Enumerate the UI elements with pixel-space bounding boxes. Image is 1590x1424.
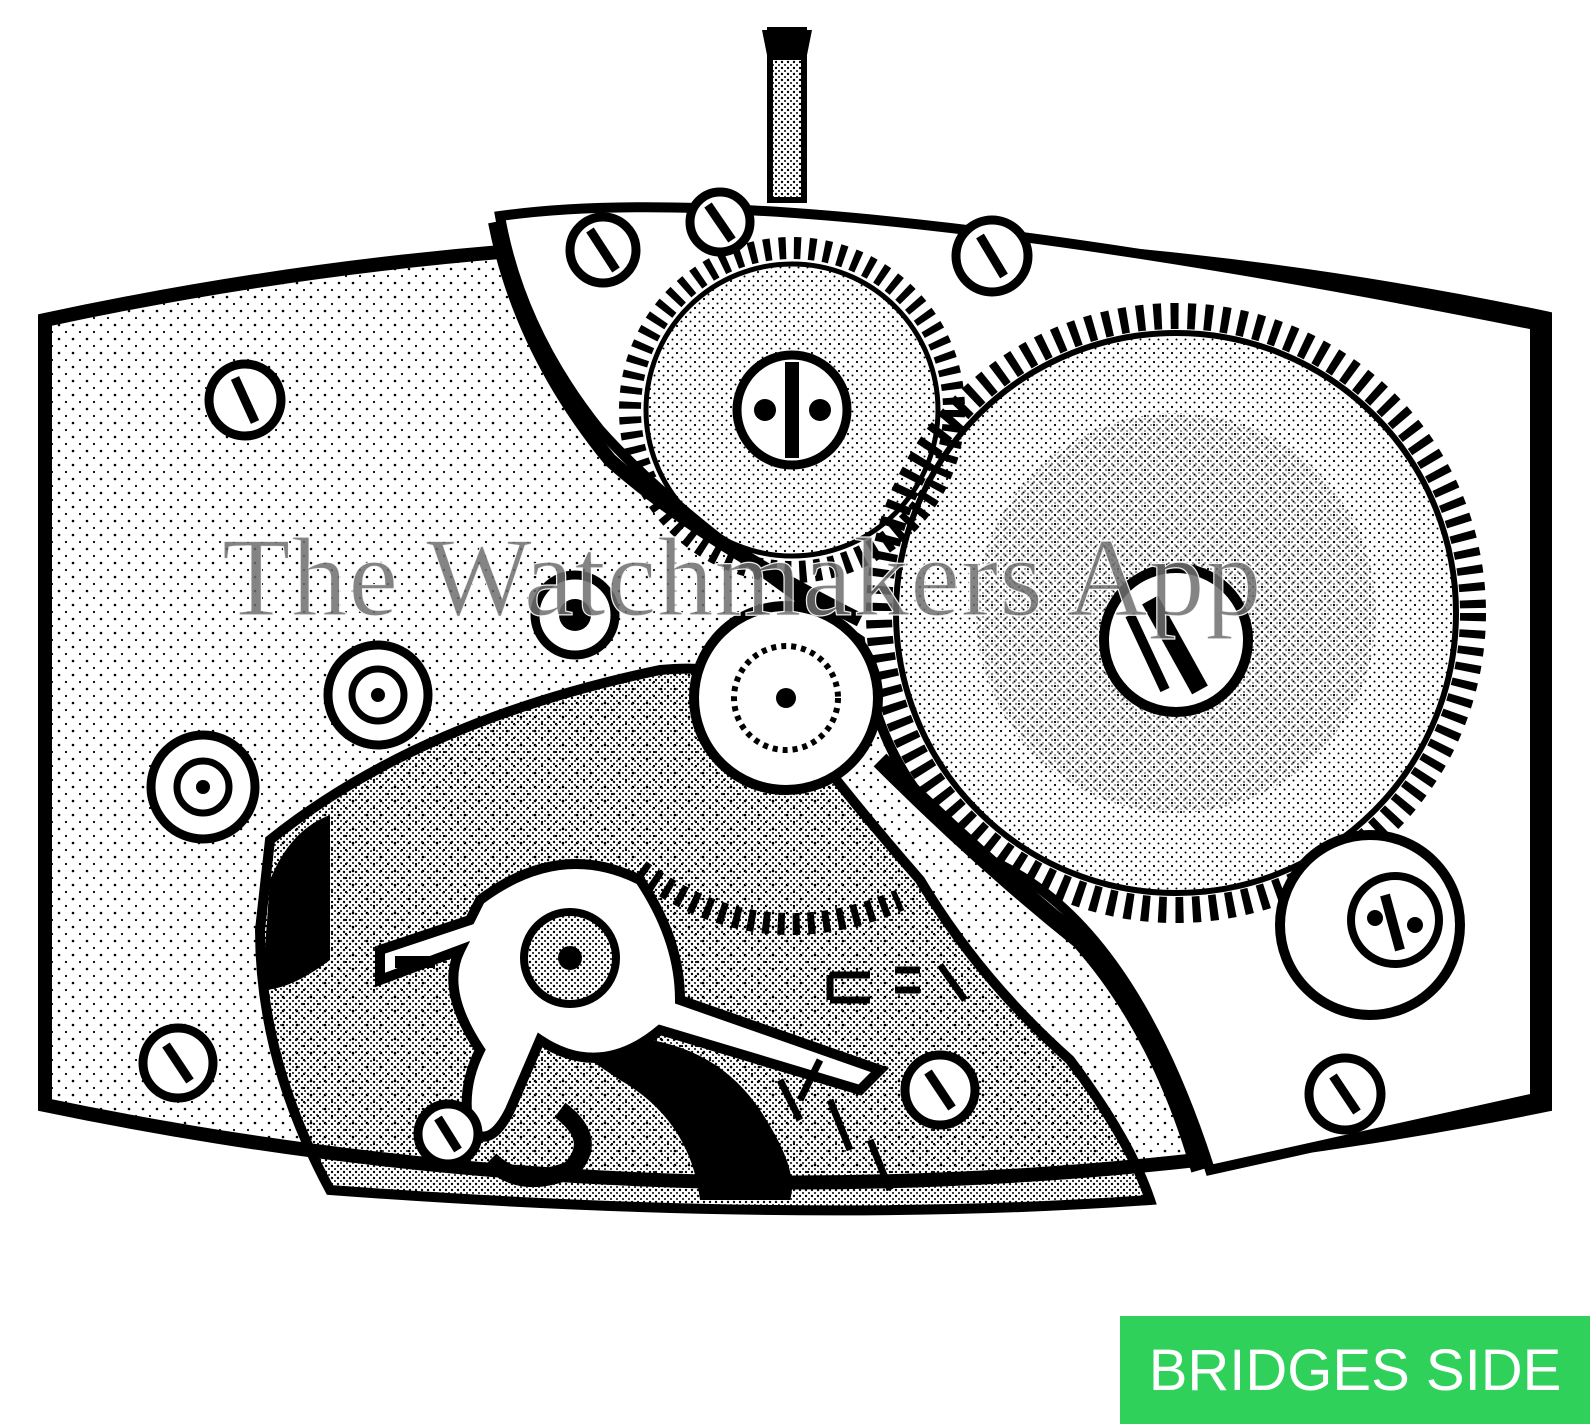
screw-icon	[204, 359, 286, 441]
balance-cock	[375, 859, 890, 1142]
pallet-bridge	[1275, 830, 1465, 1020]
engraving-marks	[776, 962, 968, 1192]
hairspring	[483, 1102, 592, 1187]
third-wheel-gear	[619, 237, 965, 583]
barrel-gear	[866, 303, 1486, 923]
screw-icon	[685, 187, 755, 257]
screw-icon	[900, 1050, 980, 1130]
screw-icon	[138, 1023, 218, 1103]
jewel-icon	[323, 640, 433, 750]
jewel-icon	[146, 730, 260, 844]
bridge-channel	[488, 220, 864, 627]
fourth-wheel-gear	[633, 861, 905, 935]
screw-icon	[565, 212, 641, 288]
screw-icon	[1304, 1053, 1386, 1135]
center-wheel	[689, 601, 883, 795]
jewel-icon	[530, 570, 620, 660]
screw-icon	[413, 1099, 483, 1169]
winding-stem	[762, 27, 812, 203]
bridge-edge-lower	[873, 753, 1209, 1173]
screw-icon	[951, 215, 1033, 297]
bridges-side-badge: BRIDGES SIDE	[1120, 1316, 1590, 1424]
